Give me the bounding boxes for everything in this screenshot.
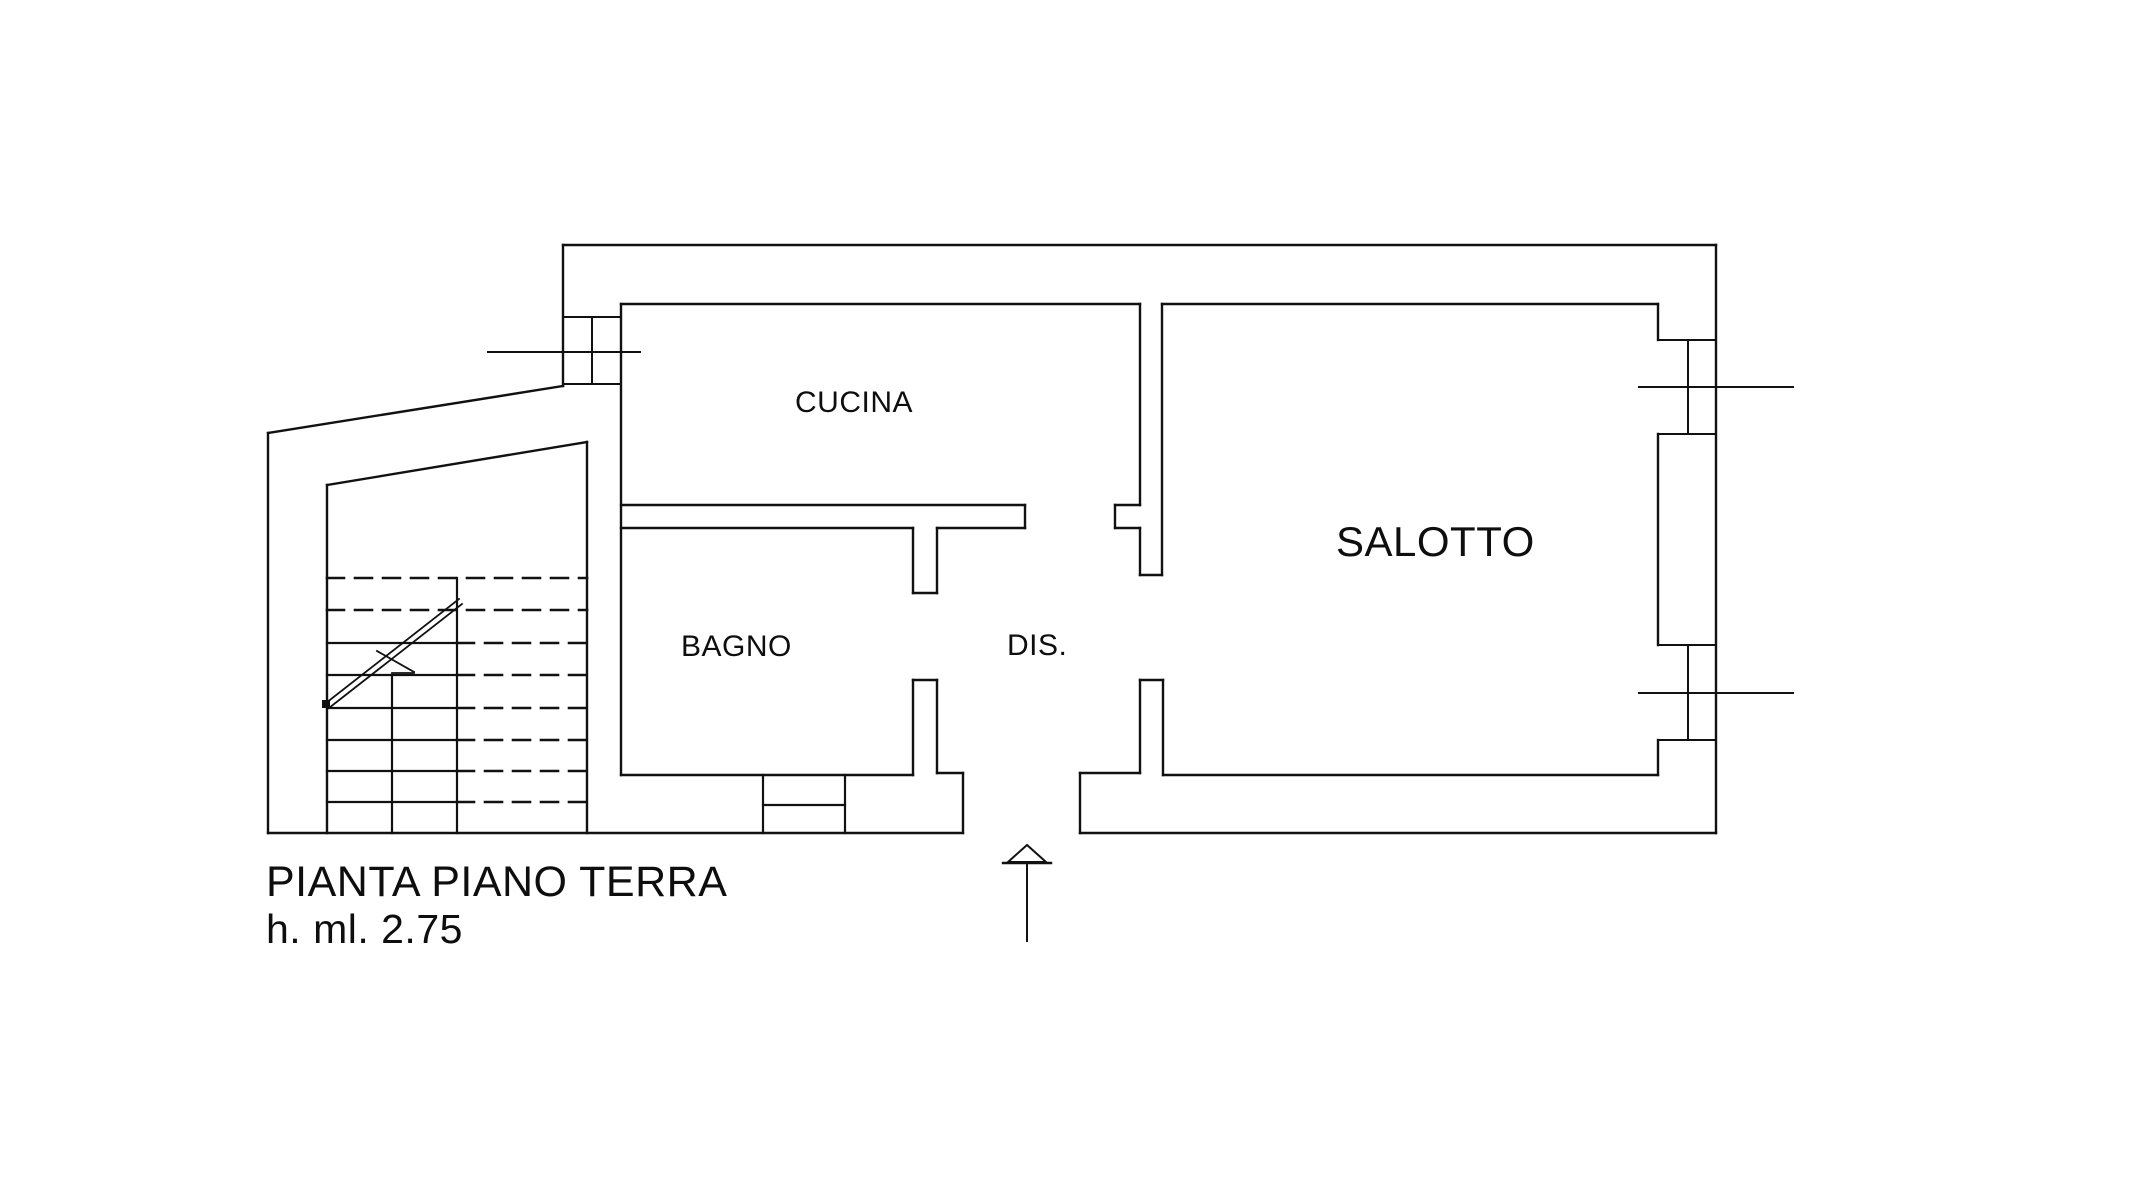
window-left: [487, 316, 641, 385]
plan-height-note: h. ml. 2.75: [266, 906, 463, 952]
room-label-salotto: SALOTTO: [1336, 518, 1535, 565]
threshold-step: [761, 773, 847, 835]
stairs: [322, 576, 589, 835]
window-right-bottom: [1638, 644, 1794, 741]
entrance-arrow-icon: [1001, 843, 1053, 942]
room-label-cucina: CUCINA: [795, 386, 914, 419]
exterior-walls: [266, 243, 1718, 835]
stair-direction-line: [324, 597, 464, 710]
interior-walls: [619, 302, 1660, 777]
room-label-bagno: BAGNO: [681, 630, 792, 663]
room-label-dis: DIS.: [1007, 629, 1068, 662]
plan-title: PIANTA PIANO TERRA: [266, 858, 728, 906]
window-right-top: [1638, 339, 1794, 435]
